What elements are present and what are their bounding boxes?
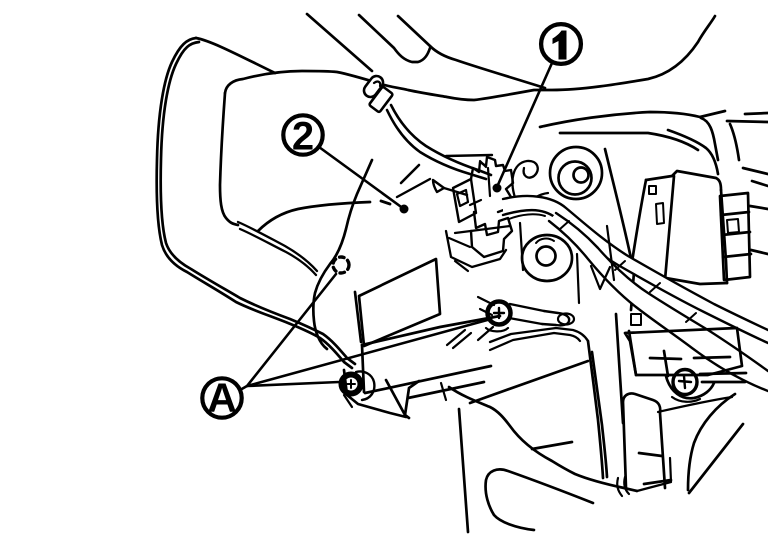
svg-text:A: A (207, 375, 237, 421)
svg-text:2: 2 (292, 115, 314, 159)
